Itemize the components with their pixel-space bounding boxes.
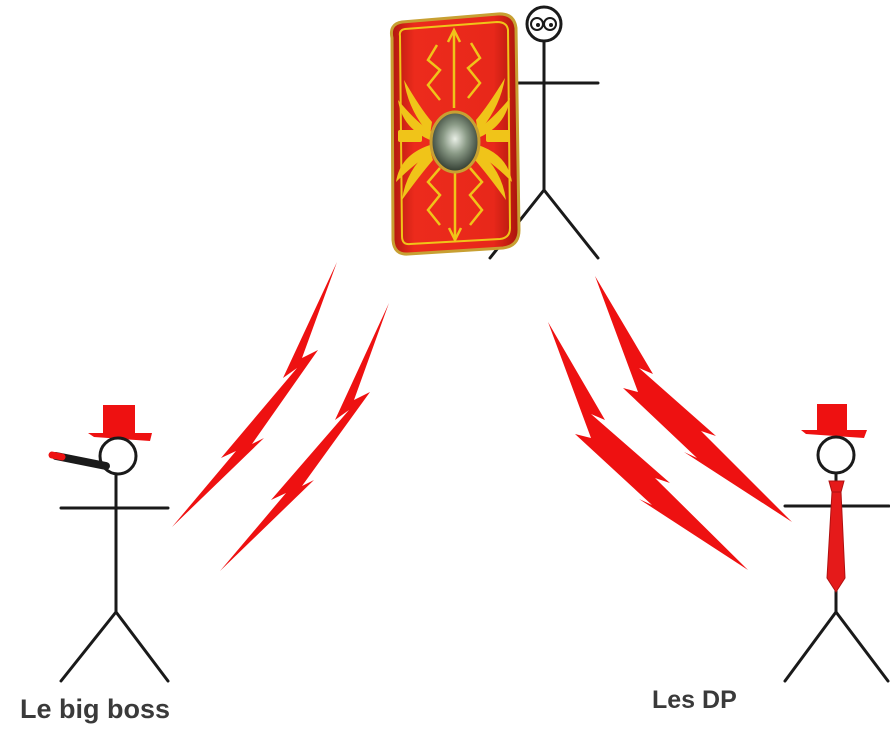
cigar-icon bbox=[48, 451, 110, 470]
dp-head bbox=[816, 435, 856, 475]
lightning-bolt-icon bbox=[172, 262, 337, 527]
shield-bearer-right-leg bbox=[542, 188, 600, 260]
necktie-icon bbox=[826, 480, 846, 593]
bowler-hat-icon bbox=[801, 404, 867, 438]
shield-boss bbox=[429, 110, 481, 174]
roman-shield-icon bbox=[390, 12, 521, 256]
dp-left-leg bbox=[783, 610, 838, 683]
big-boss-figure bbox=[48, 405, 170, 683]
bowler-hat-icon bbox=[88, 405, 152, 441]
big-boss-left-leg bbox=[59, 610, 118, 683]
surprised-eyes-icon bbox=[530, 17, 557, 31]
lightning-bolt-icon bbox=[595, 276, 792, 522]
lightning-bolt-icon bbox=[548, 322, 748, 570]
label-les-dp: Les DP bbox=[652, 686, 737, 714]
dp-figure bbox=[783, 404, 890, 683]
label-big-boss: Le big boss bbox=[20, 694, 171, 724]
dp-right-leg bbox=[834, 610, 890, 683]
big-boss-right-leg bbox=[114, 610, 170, 683]
